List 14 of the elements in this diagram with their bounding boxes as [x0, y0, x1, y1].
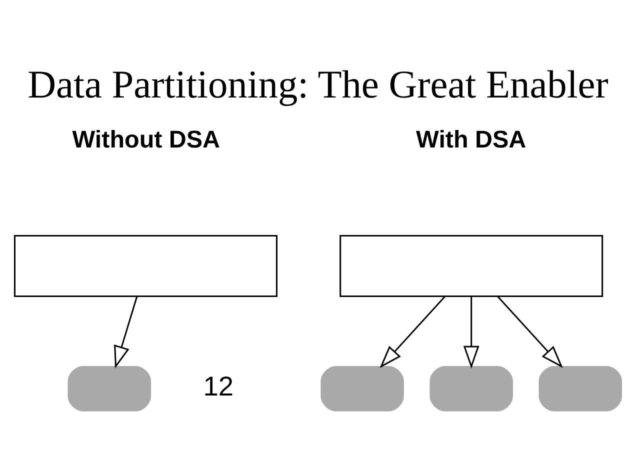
arrow [463, 296, 480, 369]
node-bar [430, 366, 513, 412]
arrow [380, 296, 446, 368]
label: With DSA [416, 126, 526, 154]
node-box [340, 234, 604, 298]
arrow [114, 296, 138, 369]
node-bar [538, 366, 622, 412]
label: 12 [203, 370, 234, 402]
node-bar [68, 366, 152, 412]
diagram-title: Data Partitioning: The Great Enabler [28, 62, 608, 107]
node-box [14, 234, 278, 298]
node-bar [320, 366, 404, 412]
arrow [497, 296, 563, 368]
label: Without DSA [72, 126, 220, 154]
